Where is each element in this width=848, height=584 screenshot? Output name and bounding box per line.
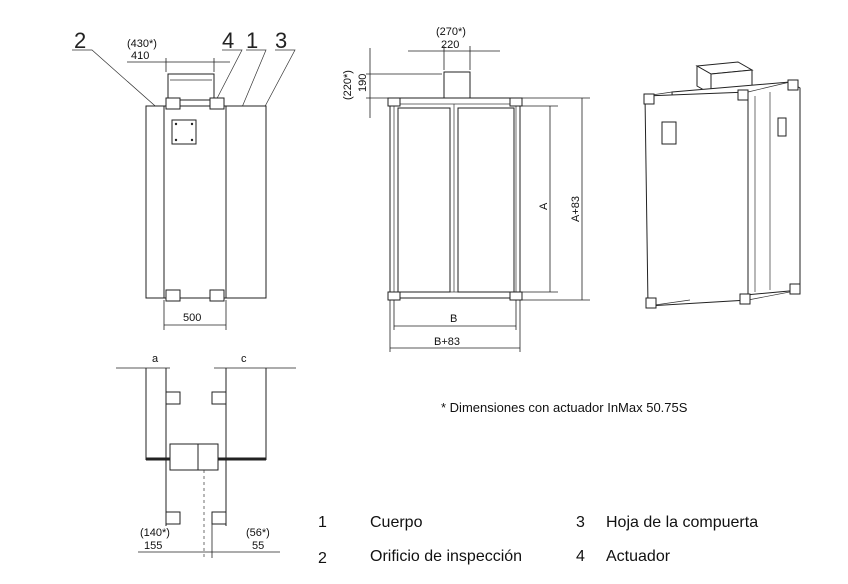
dim-bottom-left-alt: (140*) [140, 527, 170, 539]
actuator-note: * Dimensiones con actuador InMax 50.75S [441, 400, 688, 415]
blade-left [397, 107, 451, 293]
legend-label-3: Hoja de la compuerta [606, 514, 759, 531]
legend-label-1: Cuerpo [370, 514, 423, 531]
blade-right [457, 107, 515, 293]
dim-side-top: 220 [441, 39, 459, 51]
callout-3: 3 [275, 28, 287, 53]
bottom-view: a c (140*) 155 (56*) 55 [116, 353, 296, 558]
legend-num-4: 4 [576, 548, 585, 565]
dim-a83: A+83 [570, 196, 582, 222]
dim-front-top: 410 [131, 50, 149, 62]
callout-1: 1 [246, 28, 258, 53]
actuator-side [443, 71, 471, 99]
actuator-box [167, 73, 215, 101]
callout-2: 2 [74, 28, 86, 53]
leader-line-2 [72, 49, 181, 129]
dim-front-bottom: 500 [183, 312, 201, 324]
dim-bottom-right-alt: (56*) [246, 527, 270, 539]
leader-line-1 [239, 49, 267, 113]
dim-side-top-alt: (270*) [436, 26, 466, 38]
inspection-cover-bottom [169, 443, 201, 471]
dim-front-top-alt: (430*) [127, 38, 157, 50]
callout-4: 4 [222, 28, 234, 53]
dim-bottom-right: 55 [252, 540, 264, 552]
dim-b: B [450, 313, 457, 325]
legend-label-4: Actuador [606, 548, 671, 565]
dim-a: A [538, 202, 550, 210]
side-view: (270*) 220 (220*) 190 A A+83 [342, 26, 590, 352]
front-view: 2 4 1 3 (430*) 410 500 [72, 28, 296, 330]
dim-side-left: 190 [357, 74, 369, 92]
dim-b83: B+83 [434, 336, 460, 348]
dim-side-left-alt: (220*) [342, 70, 354, 100]
legend-num-3: 3 [576, 514, 585, 531]
leader-line-4 [209, 49, 243, 113]
legend-num-1: 1 [318, 514, 327, 531]
label-c: c [241, 353, 247, 365]
isometric-view [643, 61, 801, 309]
inspection-opening-iso [661, 121, 677, 145]
legend-label-2: Orificio de inspección [370, 548, 523, 565]
leader-line-3 [261, 49, 296, 113]
frame-front [644, 91, 749, 307]
actuator-bottom [197, 443, 219, 471]
legend-num-2: 2 [318, 550, 327, 567]
dim-bottom-left: 155 [144, 540, 162, 552]
label-a: a [152, 353, 159, 365]
